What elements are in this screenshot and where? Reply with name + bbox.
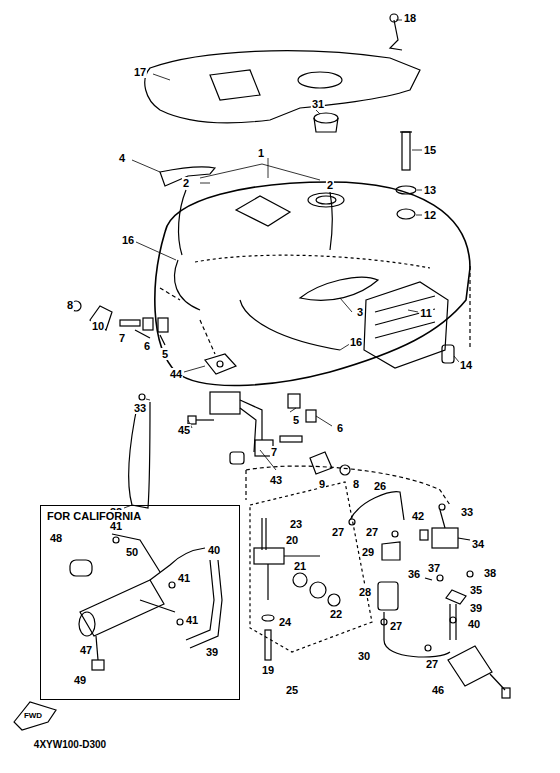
callout-number: 34 — [471, 538, 485, 550]
callout-number: 28 — [358, 586, 372, 598]
callout-number: 40 — [207, 544, 221, 556]
callout-number: 21 — [293, 560, 307, 572]
callout-number: 2 — [326, 179, 334, 191]
callout-number: 40 — [467, 618, 481, 630]
callout-number: 42 — [411, 510, 425, 522]
callout-number: 24 — [278, 616, 292, 628]
callout-number: 29 — [361, 546, 375, 558]
callout-number: 26 — [373, 480, 387, 492]
callout-number: 9 — [318, 478, 326, 490]
callout-number: 13 — [423, 184, 437, 196]
callout-number: 10 — [91, 320, 105, 332]
callout-number: 22 — [329, 608, 343, 620]
callout-number: 7 — [270, 446, 278, 458]
callout-number: 50 — [125, 546, 139, 558]
callout-number: 27 — [365, 526, 379, 538]
callout-number: 18 — [403, 12, 417, 24]
callout-number: 38 — [483, 567, 497, 579]
callout-number: 5 — [161, 348, 169, 360]
callout-number: 8 — [66, 299, 74, 311]
callout-number: 33 — [133, 402, 147, 414]
callout-number: 5 — [292, 414, 300, 426]
callout-number: 36 — [407, 568, 421, 580]
callout-number: 27 — [331, 526, 345, 538]
callout-number: 41 — [185, 614, 199, 626]
callout-number: 19 — [261, 664, 275, 676]
callout-number: 14 — [459, 359, 473, 371]
callout-number: 11 — [419, 307, 433, 319]
callout-number: 4 — [118, 152, 126, 164]
callout-number: 39 — [205, 646, 219, 658]
inset-box: FOR CALIFORNIA — [40, 505, 240, 700]
callout-number: 30 — [357, 650, 371, 662]
callout-number: 33 — [460, 506, 474, 518]
callout-number: 49 — [73, 674, 87, 686]
callout-number: 6 — [143, 340, 151, 352]
callout-number: 2 — [182, 177, 190, 189]
callout-number: 3 — [356, 306, 364, 318]
callout-number: 15 — [423, 144, 437, 156]
callout-number: 46 — [431, 684, 445, 696]
callout-number: 8 — [352, 478, 360, 490]
inset-heading: FOR CALIFORNIA — [47, 510, 141, 522]
callout-number: 48 — [49, 532, 63, 544]
callout-number: 23 — [289, 518, 303, 530]
callout-number: 16 — [349, 336, 363, 348]
callout-number: 43 — [269, 474, 283, 486]
callout-number: 45 — [177, 424, 191, 436]
drawing-number: 4XYW100-D300 — [33, 739, 107, 751]
callout-number: 1 — [257, 147, 265, 159]
callout-number: 6 — [336, 422, 344, 434]
callout-number: 20 — [285, 534, 299, 546]
callout-number: 27 — [425, 658, 439, 670]
callout-number: 44 — [169, 368, 183, 380]
callout-number: 16 — [121, 234, 135, 246]
callout-number: 47 — [79, 644, 93, 656]
callout-number: 39 — [469, 602, 483, 614]
callout-number: 17 — [133, 66, 147, 78]
callout-number: 7 — [118, 332, 126, 344]
callout-number: 31 — [311, 98, 325, 110]
callout-number: 35 — [469, 584, 483, 596]
callout-number: 25 — [285, 684, 299, 696]
callout-number: 12 — [423, 209, 437, 221]
forward-arrow-text: FWD — [23, 710, 43, 722]
callout-number: 27 — [389, 620, 403, 632]
callout-number: 37 — [427, 562, 441, 574]
callout-number: 41 — [177, 572, 191, 584]
